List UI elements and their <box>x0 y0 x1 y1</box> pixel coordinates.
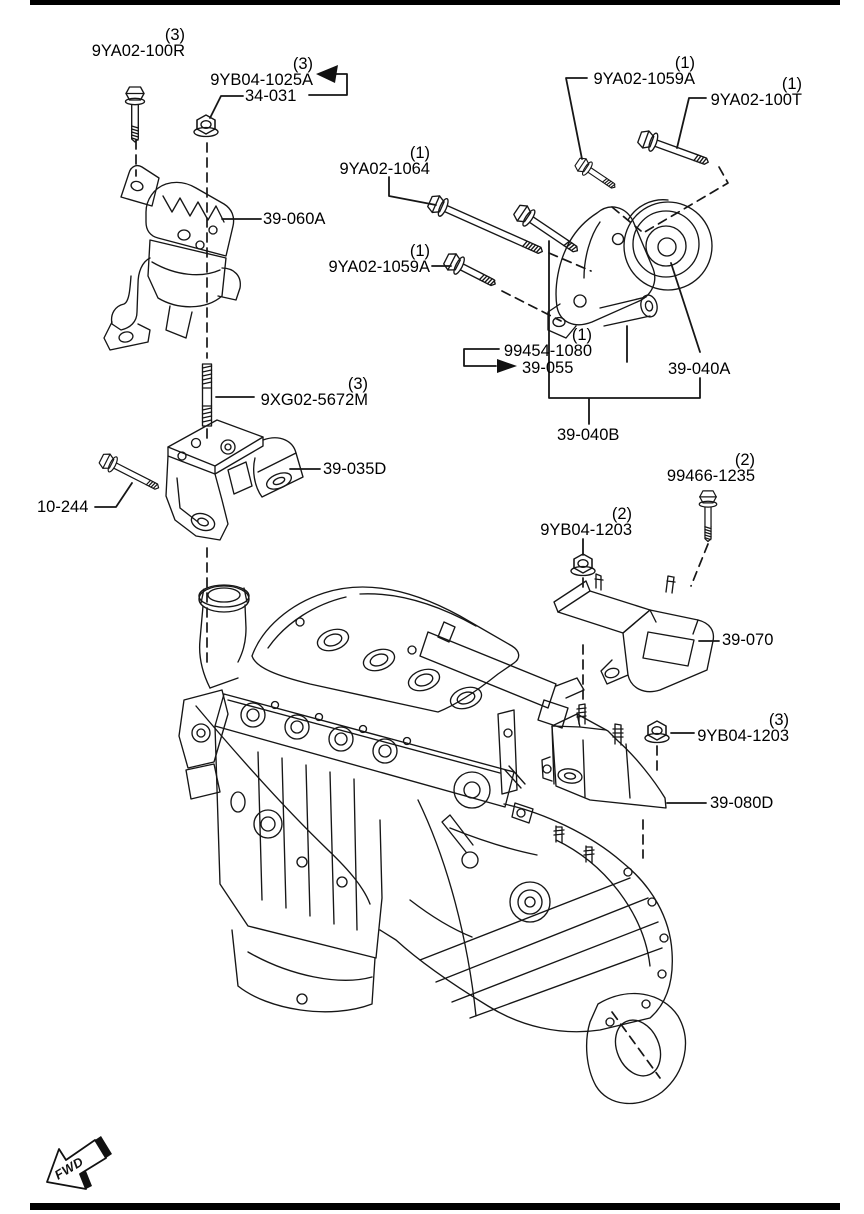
part-number-label: 9XG02-5672M <box>260 391 368 409</box>
part-qty-label: (1) <box>781 75 802 93</box>
callout-9yb04-1203-x2: (2) 9YB04-1203 <box>538 505 632 539</box>
part-qty-label: (2) <box>611 505 632 523</box>
flange-bolt-icon <box>441 249 501 294</box>
part-qty-label: (1) <box>674 54 695 72</box>
part-number-label: 39-070 <box>722 631 774 649</box>
callout-39-055: 39-055 <box>522 359 574 377</box>
engine-mount-39-070 <box>553 573 715 693</box>
callout-39-035d: 39-035D <box>323 460 387 478</box>
flange-bolt-icon <box>425 192 547 261</box>
callout-34-031: 34-031 <box>245 87 297 105</box>
flange-nut-icon <box>193 114 219 138</box>
callout-9ya02-100t: (1) 9YA02-100T <box>706 75 802 109</box>
callout-39-080d: 39-080D <box>710 794 774 812</box>
callout-9ya02-1059a-left: (1) 9YA02-1059A <box>323 242 430 276</box>
engine-mount-39-040 <box>547 199 713 339</box>
callout-9ya02-1059a-right: (1) 9YA02-1059A <box>586 54 695 88</box>
part-qty-label: (1) <box>409 144 430 162</box>
part-qty-label: (3) <box>292 55 313 73</box>
fwd-arrow-icon: FWD <box>46 1136 112 1190</box>
callout-39-060a: 39-060A <box>263 210 326 228</box>
part-number-label: 39-040A <box>668 360 731 378</box>
flange-bolt-icon <box>124 86 146 143</box>
section-arrow-icon <box>316 65 338 83</box>
part-number-label: 39-035D <box>323 460 387 478</box>
part-qty-label: (1) <box>571 326 592 344</box>
part-number-label: 9YA02-1059A <box>328 258 430 276</box>
part-qty-label: (3) <box>347 375 368 393</box>
page-frame-bottom <box>30 1203 840 1210</box>
stud-bolt-icon <box>201 363 213 427</box>
flange-bolt-icon <box>572 154 620 195</box>
part-qty-label: (2) <box>734 451 755 469</box>
part-qty-label: (3) <box>768 711 789 729</box>
engine-mount-39-060a <box>103 165 241 351</box>
callout-9xg02-5672m: (3) 9XG02-5672M <box>256 375 368 409</box>
flange-bolt-icon <box>698 490 718 543</box>
part-number-label: 10-244 <box>37 498 89 516</box>
flange-bolt-icon <box>96 450 164 496</box>
engine-mount-39-035d <box>165 419 304 541</box>
part-number-label: 39-080D <box>710 794 774 812</box>
part-number-label: 9YA02-1059A <box>593 70 695 88</box>
engine-mount-39-080d <box>541 703 667 809</box>
callout-39-040b: 39-040B <box>557 426 620 444</box>
flange-bolt-icon <box>510 201 584 260</box>
part-qty-label: (3) <box>164 26 185 44</box>
callout-99466-1235: (2) 99466-1235 <box>663 451 755 485</box>
callout-39-040a: 39-040A <box>668 360 731 378</box>
flange-bolt-icon <box>635 127 713 172</box>
part-qty-label: (1) <box>409 242 430 260</box>
callout-9yb04-1203-x3: (3) 9YB04-1203 <box>696 711 789 745</box>
callout-9ya02-1064: (1) 9YA02-1064 <box>333 144 430 178</box>
leader-lines <box>94 65 720 804</box>
part-number-label: 39-040B <box>557 426 620 444</box>
part-number-label: 99454-1080 <box>503 342 592 360</box>
callout-99454-1080: (1) 99454-1080 <box>500 326 592 360</box>
flange-nut-icon <box>570 553 596 577</box>
part-number-label: 9YA02-1064 <box>339 160 430 178</box>
callout-9yb04-1025a: (3) 9YB04-1025A <box>210 55 313 89</box>
part-number-label: 9YB04-1203 <box>540 521 632 539</box>
engine-transmission-illustration <box>178 584 687 1105</box>
fasteners <box>96 86 718 744</box>
part-number-label: 9YA02-100R <box>91 42 185 60</box>
page-frame-top <box>30 0 840 5</box>
part-number-label: 39-055 <box>522 359 574 377</box>
callout-39-070: 39-070 <box>722 631 774 649</box>
part-number-label: 9YB04-1203 <box>697 727 789 745</box>
part-number-label: 34-031 <box>245 87 297 105</box>
callout-9ya02-100r: (3) 9YA02-100R <box>83 26 185 60</box>
part-number-label: 99466-1235 <box>666 467 755 485</box>
section-arrow-icon <box>497 359 517 373</box>
callout-10-244: 10-244 <box>37 498 89 516</box>
part-number-label: 39-060A <box>263 210 326 228</box>
part-number-label: 9YA02-100T <box>710 91 802 109</box>
part-number-label: 9YB04-1025A <box>210 71 313 89</box>
flange-nut-icon <box>644 720 670 744</box>
